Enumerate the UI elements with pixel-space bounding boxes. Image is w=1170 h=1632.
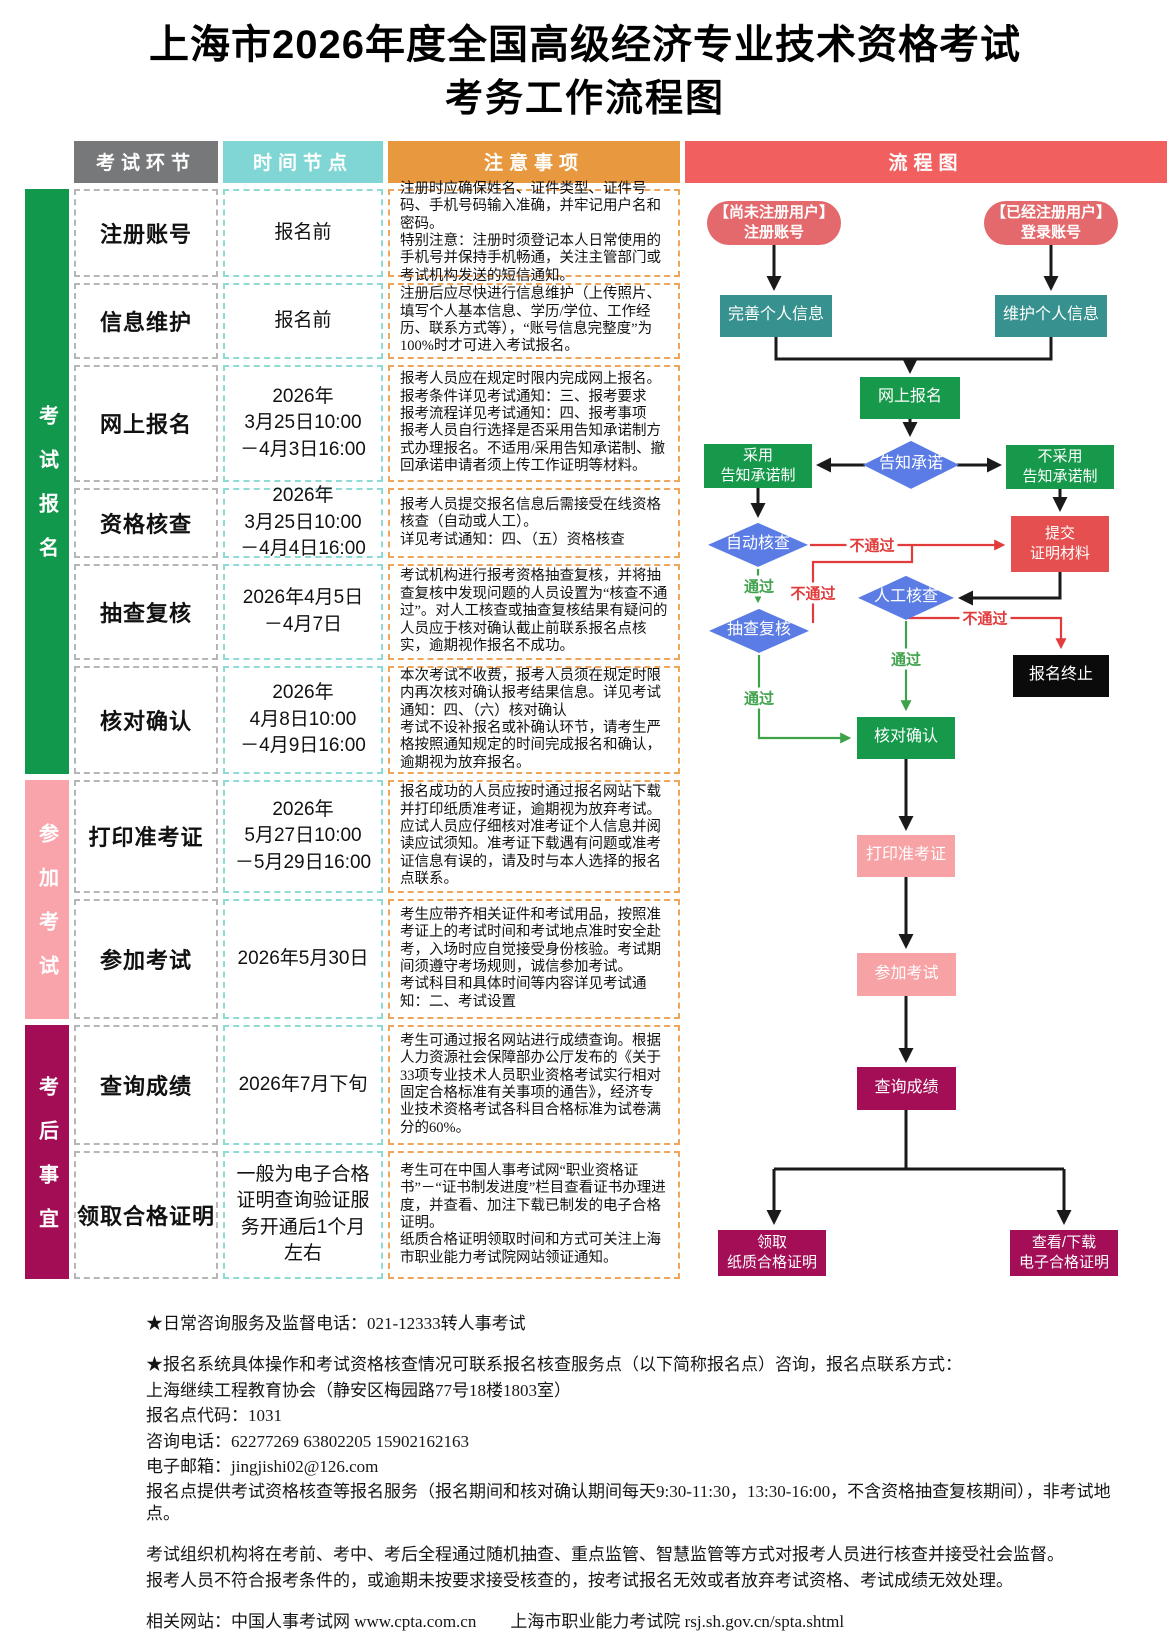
flow-node-paper-certificate: 领取 纸质合格证明 [718, 1229, 826, 1276]
footer-email: 电子邮箱：jingjishi02@126.com [146, 1456, 379, 1476]
flow-node-login-account: 【已经注册用户】 登录账号 [984, 200, 1118, 245]
flow-node-adopt-promise: 采用 告知承诺制 [704, 443, 812, 488]
stage-cell: 信息维护 [74, 282, 218, 359]
time-cell: 2026年 3月25日10:00 －4月4日16:00 [223, 485, 383, 559]
edge-label-pass: 通过 [740, 575, 778, 597]
stage-cell: 抽查复核 [74, 563, 218, 660]
note-cell: 考生可在中国人事考试网“职业资格证书”－“证书制发进度”栏目查看证书办理进度，并… [388, 1150, 680, 1279]
process-table: 考试环节 时间节点 注意事项 流程图 考试报名 参加考试 考后事宜 注册账号 报… [25, 140, 1170, 1279]
edge-label-pass: 通过 [740, 687, 778, 709]
footer-supervision-1: 考试组织机构将在考前、考中、考后全程通过随机抽查、重点监管、智慧监管等方式对报考… [146, 1545, 1064, 1565]
footer-websites: 相关网站：中国人事考试网 www.cpta.com.cn 上海市职业能力考试院 … [146, 1611, 845, 1631]
note-cell: 报考人员提交报名信息后需接受在线资格核查（自动或人工）。 详见考试通知：四、（五… [388, 487, 680, 558]
flow-node-register-account: 【尚未注册用户】 注册账号 [707, 200, 841, 245]
title-line1: 上海市2026年度全国高级经济专业技术资格考试 [149, 23, 1021, 67]
note-cell: 报名成功的人员应按时通过报名网站下载并打印纸质准考证，逾期视为放弃考试。 应试人… [388, 779, 680, 893]
flow-node-take-exam: 参加考试 [857, 952, 956, 996]
flow-node-online-registration: 网上报名 [860, 376, 960, 419]
column-header-note: 注意事项 [388, 140, 680, 183]
time-cell: 报名前 [223, 282, 383, 359]
stage-cell: 参加考试 [74, 898, 218, 1019]
stage-cell: 网上报名 [74, 364, 218, 482]
flow-node-print-ticket: 打印准考证 [857, 834, 955, 877]
stage-cell: 查询成绩 [74, 1024, 218, 1145]
flow-node-complete-info: 完善个人信息 [720, 294, 832, 337]
edge-label-fail: 不通过 [959, 607, 1011, 629]
footer-phone: 咨询电话：62277269 63802205 15902162163 [146, 1431, 469, 1451]
footer-reg-point-intro: ★报名系统具体操作和考试资格核查情况可联系报名核查服务点（以下简称报名点）咨询，… [146, 1355, 962, 1375]
stage-cell: 打印准考证 [74, 779, 218, 893]
edge-label-fail: 不通过 [787, 582, 839, 604]
stage-cell: 核对确认 [74, 665, 218, 774]
time-cell: 2026年7月下旬 [223, 1024, 383, 1145]
title-line2: 考务工作流程图 [444, 78, 725, 120]
note-cell: 注册时应确保姓名、证件类型、证件号码、手机号码输入准确，并牢记用户名和密码。 特… [388, 181, 680, 284]
time-cell: 一般为电子合格证明查询验证服务开通后1个月左右 [223, 1150, 383, 1279]
footer: ★日常咨询服务及监督电话：021-12333转人事考试 ★报名系统具体操作和考试… [146, 1313, 1140, 1632]
flowchart: 【尚未注册用户】 注册账号 【已经注册用户】 登录账号 完善个人信息 维护个人信… [685, 189, 1167, 1279]
time-cell: 2026年5月30日 [223, 898, 383, 1019]
group-label-registration: 考试报名 [25, 188, 69, 774]
time-cell: 2026年4月5日 －4月7日 [223, 563, 383, 660]
note-cell: 考生应带齐相关证件和考试用品，按照准考证上的考试时间和考试地点准时安全赴考，入场… [388, 898, 680, 1019]
footer-reg-point-code: 报名点代码：1031 [146, 1406, 282, 1426]
edge-label-pass: 通过 [887, 648, 925, 670]
stage-cell: 领取合格证明 [74, 1150, 218, 1279]
note-cell: 考试机构进行报考资格抽查复核，并将抽查复核中发现问题的人员设置为“核查不通过”。… [388, 563, 680, 660]
edge-label-fail: 不通过 [846, 534, 898, 556]
footer-hotline: ★日常咨询服务及监督电话：021-12333转人事考试 [146, 1313, 526, 1333]
flow-node-submit-proof: 提交 证明材料 [1011, 515, 1109, 572]
group-label-attend-exam: 参加考试 [25, 779, 69, 1019]
page-title: 上海市2026年度全国高级经济专业技术资格考试 考务工作流程图 [0, 0, 1170, 129]
flow-node-query-score: 查询成绩 [857, 1066, 956, 1110]
column-header-time: 时间节点 [223, 140, 383, 183]
flow-node-maintain-info: 维护个人信息 [995, 294, 1107, 337]
footer-service-hours: 报名点提供考试资格核查等报名服务（报名期间和核对确认期间每天9:30-11:30… [146, 1482, 1111, 1523]
flow-connectors [750, 244, 1072, 1225]
time-cell: 2026年 3月25日10:00 －4月3日16:00 [223, 364, 383, 482]
time-cell: 2026年 4月8日10:00 －4月9日16:00 [223, 665, 383, 774]
flow-node-registration-terminated: 报名终止 [1013, 654, 1109, 697]
note-cell: 注册后应尽快进行信息维护（上传照片、填写个人基本信息、学历/学位、工作经历、联系… [388, 282, 680, 359]
footer-supervision-2: 报考人员不符合报考条件的，或逾期未按要求接受核查的，按考试报名无效或者放弃考试资… [146, 1570, 1013, 1590]
note-cell: 报考人员应在规定时限内完成网上报名。 报考条件详见考试通知：三、报考要求 报考流… [388, 364, 680, 482]
time-cell: 2026年 5月27日10:00 －5月29日16:00 [223, 779, 383, 893]
note-cell: 考生可通过报名网站进行成绩查询。根据人力资源社会保障部办公厅发布的《关于33项专… [388, 1024, 680, 1145]
column-header-stage: 考试环节 [74, 140, 218, 183]
flow-node-electronic-certificate: 查看/下载 电子合格证明 [1010, 1229, 1118, 1276]
stage-cell: 注册账号 [74, 188, 218, 277]
column-header-flowchart: 流程图 [685, 140, 1167, 183]
footer-org: 上海继续工程教育协会（静安区梅园路77号18楼1803室） [146, 1380, 571, 1400]
group-label-after-exam: 考后事宜 [25, 1024, 69, 1279]
stage-cell: 资格核查 [74, 487, 218, 558]
time-cell: 报名前 [223, 188, 383, 277]
note-cell: 本次考试不收费，报考人员须在规定时限内再次核对确认报考结果信息。详见考试通知：四… [388, 665, 680, 774]
flow-node-check-confirm: 核对确认 [857, 716, 955, 759]
flow-node-not-adopt-promise: 不采用 告知承诺制 [1006, 444, 1114, 489]
